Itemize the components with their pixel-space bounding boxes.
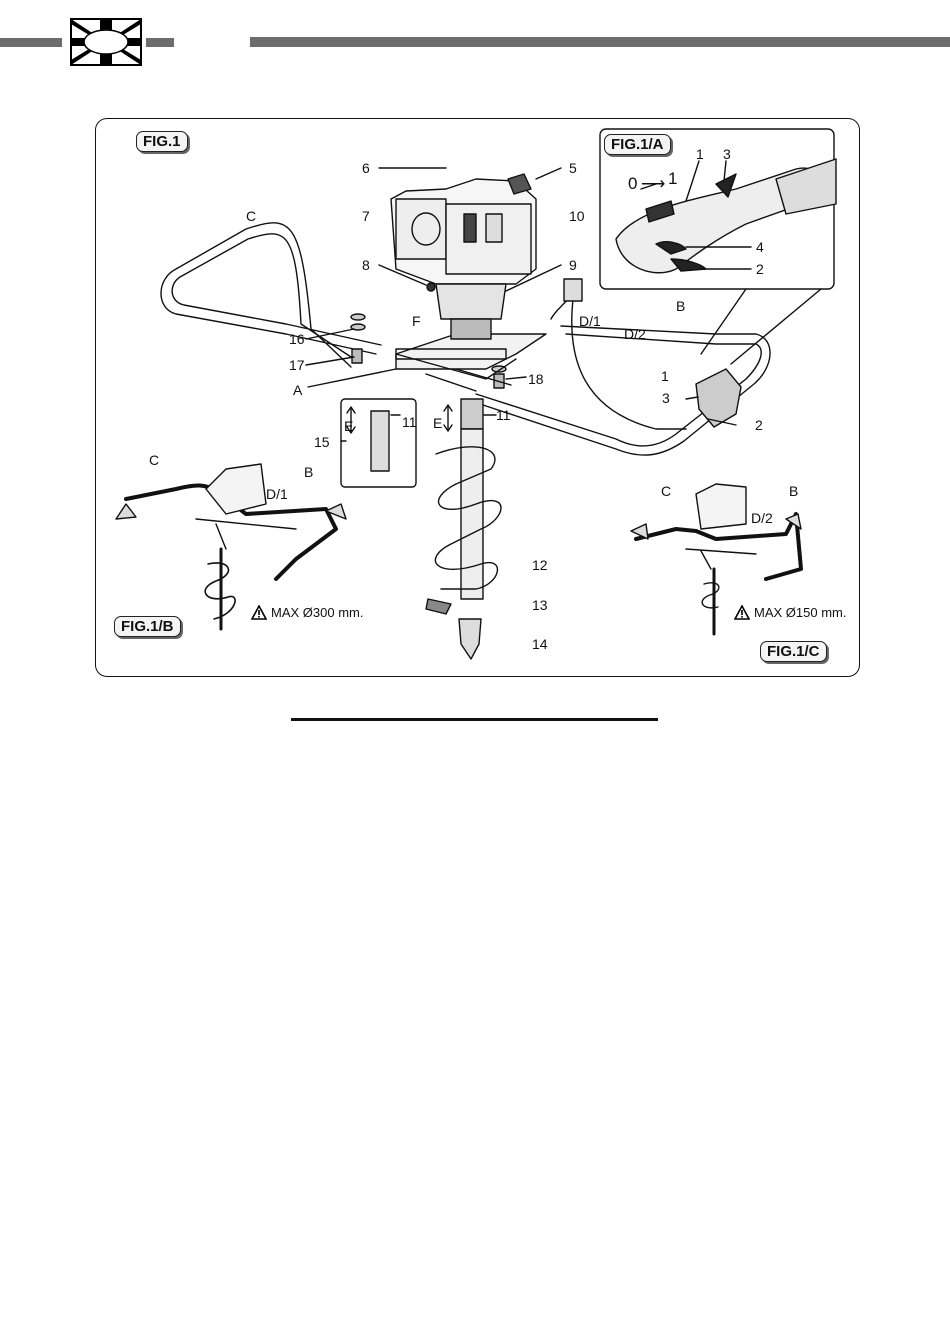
callout-D2: D/2 (624, 327, 646, 341)
callout-C: C (246, 209, 256, 223)
fig1-tag: FIG.1 (136, 131, 188, 152)
callout-16: 16 (289, 332, 305, 346)
callout-5: 5 (569, 161, 577, 175)
callout-F: F (412, 314, 421, 328)
inset-a-label-1: 1 (696, 147, 704, 161)
fig1b-tag: FIG.1/B (114, 616, 181, 637)
callout-12: 12 (532, 558, 548, 572)
inset-b-warning-text: MAX Ø300 mm. (271, 606, 363, 620)
callout-A: A (293, 383, 302, 397)
callout-6: 6 (362, 161, 370, 175)
inset-c-label-B: B (789, 484, 798, 498)
inset-b-label-C: C (149, 453, 159, 467)
callout-D1: D/1 (579, 314, 601, 328)
fig1a-tag: FIG.1/A (604, 134, 671, 155)
warning-icon (734, 605, 750, 620)
fig1c-tag: FIG.1/C (760, 641, 827, 662)
header-bar-left (0, 38, 62, 47)
callout-10: 10 (569, 209, 585, 223)
inset-c-warning-text: MAX Ø150 mm. (754, 606, 846, 620)
auger-coupling (461, 399, 483, 429)
callout-15: 15 (314, 435, 330, 449)
auger-diagram (96, 119, 859, 676)
inset-b-warning: MAX Ø300 mm. (251, 605, 363, 620)
inset-a-label-3: 3 (723, 147, 731, 161)
uk-flag-icon (70, 18, 142, 66)
callout-11-auger: 11 (496, 408, 511, 422)
callout-17: 17 (289, 358, 305, 372)
callout-8: 8 (362, 258, 370, 272)
bottom-rule (291, 718, 658, 721)
callout-11-adapter: 11 (402, 415, 417, 429)
callout-B: B (676, 299, 685, 313)
throttle-grip (696, 369, 741, 427)
inset-a-switch-1: 1 (668, 172, 677, 186)
callout-13: 13 (532, 598, 548, 612)
fuel-tank (396, 199, 446, 259)
inset-b-label-D1: D/1 (266, 487, 288, 501)
callout-handle-3: 3 (662, 391, 670, 405)
inset-a-grip (776, 159, 836, 214)
inset-b-label-B: B (304, 465, 313, 479)
washer-16 (351, 314, 365, 320)
cable-connector (564, 279, 582, 301)
callout-14: 14 (532, 637, 548, 651)
callout-E-adapter: E (344, 419, 353, 433)
handle-c (161, 223, 376, 367)
callout-18: 18 (528, 372, 544, 386)
header-bar-right (250, 37, 950, 47)
cutting-blade (426, 599, 451, 614)
inset-c-label-D2: D/2 (751, 511, 773, 525)
inset-a-label-4: 4 (756, 240, 764, 254)
callout-9: 9 (569, 258, 577, 272)
inset-a-label-2: 2 (756, 262, 764, 276)
callout-7: 7 (362, 209, 370, 223)
throttle-cable (551, 291, 686, 429)
header-bar-middle (146, 38, 174, 47)
inset-a-switch-0: 0 (628, 177, 637, 191)
bolt-17 (352, 349, 362, 363)
figure-frame: FIG.1 FIG.1/A FIG.1/B FIG.1/C 6 5 7 10 8… (95, 118, 860, 677)
inset-c-label-C: C (661, 484, 671, 498)
inset-a-switch-arrow: ⟶ (641, 177, 665, 191)
callout-handle-2: 2 (755, 418, 763, 432)
warning-icon (251, 605, 267, 620)
callout-E-auger: E (433, 416, 442, 430)
adapter-15 (371, 411, 389, 471)
auger-point (459, 619, 481, 659)
auger-shaft (461, 429, 483, 599)
inset-c-warning: MAX Ø150 mm. (734, 605, 846, 620)
gearbox (436, 284, 506, 319)
callout-handle-1: 1 (661, 369, 669, 383)
